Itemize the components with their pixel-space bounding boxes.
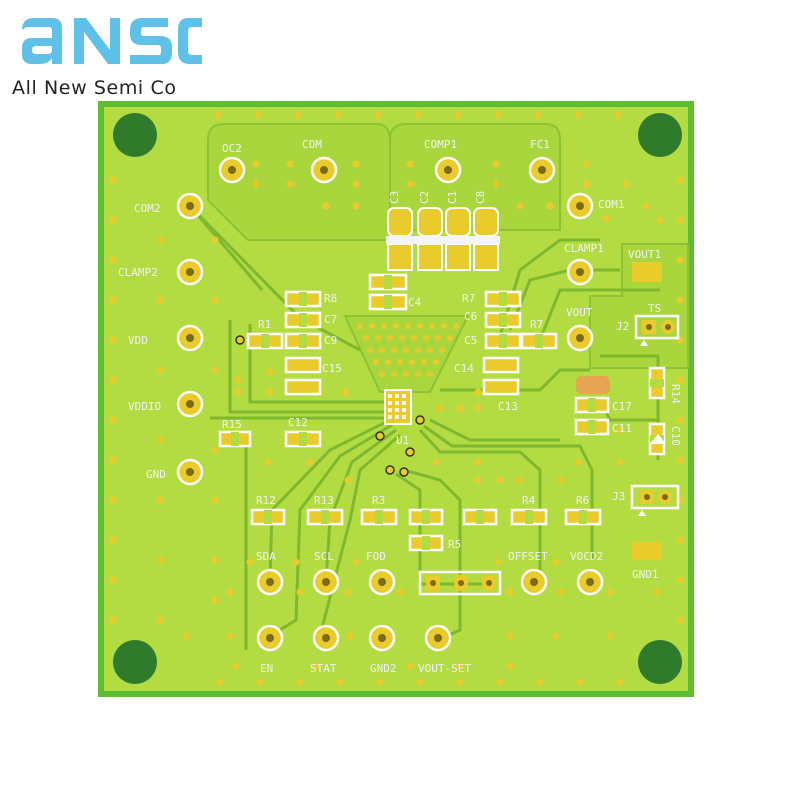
label-comp1: COMP1 [424, 138, 457, 151]
label-c5: C5 [464, 334, 477, 347]
label-c6: C6 [464, 310, 477, 323]
label-c17: C17 [612, 400, 632, 413]
label-c11: C11 [612, 422, 632, 435]
label-r13: R13 [314, 494, 334, 507]
label-vout: VOUT [566, 306, 593, 319]
label-r12: R12 [256, 494, 276, 507]
label-gnd2: GND2 [370, 662, 397, 675]
label-j2: J2 [616, 320, 629, 333]
label-r15: R15 [222, 418, 242, 431]
label-r14: R14 [669, 384, 682, 404]
label-com1: COM1 [598, 198, 625, 211]
label-com2: COM2 [134, 202, 161, 215]
label-vddio: VDDIO [128, 400, 161, 413]
label-sda: SDA [256, 550, 276, 563]
label-c15: C15 [322, 362, 342, 375]
label-gnd1: GND1 [632, 568, 659, 581]
label-en: EN [260, 662, 273, 675]
label-offset: OFFSET [508, 550, 548, 563]
label-r1: R1 [258, 318, 271, 331]
bulk-capacitors [386, 207, 500, 271]
label-r6: R6 [576, 494, 589, 507]
label-c7: C7 [324, 313, 337, 326]
label-c1: C1 [446, 191, 459, 204]
label-ts: TS [648, 302, 661, 315]
label-u1: U1 [396, 434, 409, 447]
copper-pours [207, 123, 689, 393]
label-r8: R8 [324, 292, 337, 305]
label-vdd: VDD [128, 334, 148, 347]
headers [418, 314, 680, 596]
label-c14: C14 [454, 362, 474, 375]
label-c4: C4 [408, 296, 422, 309]
bga-via-field [357, 323, 459, 377]
power-pads [632, 262, 662, 560]
label-clamp1: CLAMP1 [564, 242, 604, 255]
company-tagline: All New Semi Co [12, 77, 177, 99]
label-c3: C3 [388, 191, 401, 204]
label-c12: C12 [288, 416, 308, 429]
silkscreen-labels: OC2 COM COMP1 FC1 COM2 CLAMP2 VDD VDDIO … [118, 138, 682, 675]
label-fc1: FC1 [530, 138, 550, 151]
label-c13: C13 [498, 400, 518, 413]
label-scl: SCL [314, 550, 334, 563]
label-c10: C10 [669, 426, 682, 446]
label-stat: STAT [310, 662, 337, 675]
company-logo: All New Semi Co [0, 0, 230, 105]
label-vout-set: VOUT-SET [418, 662, 471, 675]
mounting-holes [113, 113, 682, 684]
label-fod: FOD [366, 550, 386, 563]
label-c9: C9 [324, 334, 337, 347]
u1-chip [235, 335, 425, 477]
ansc-logo-mark [22, 18, 202, 64]
label-c8: C8 [474, 191, 487, 204]
label-oc2: OC2 [222, 142, 242, 155]
label-vocd2: VOCD2 [570, 550, 603, 563]
label-vout1: VOUT1 [628, 248, 661, 261]
test-points [176, 156, 604, 652]
label-r4: R4 [522, 494, 536, 507]
label-clamp2: CLAMP2 [118, 266, 158, 279]
label-gnd: GND [146, 468, 166, 481]
label-j3: J3 [612, 490, 625, 503]
label-r3: R3 [372, 494, 385, 507]
label-r5: R5 [448, 538, 461, 551]
vias [109, 111, 684, 686]
label-c2: C2 [418, 191, 431, 204]
label-r7: R7 [530, 318, 543, 331]
label-r7-top: R7 [462, 292, 475, 305]
label-com: COM [302, 138, 322, 151]
smd-components [218, 273, 666, 552]
